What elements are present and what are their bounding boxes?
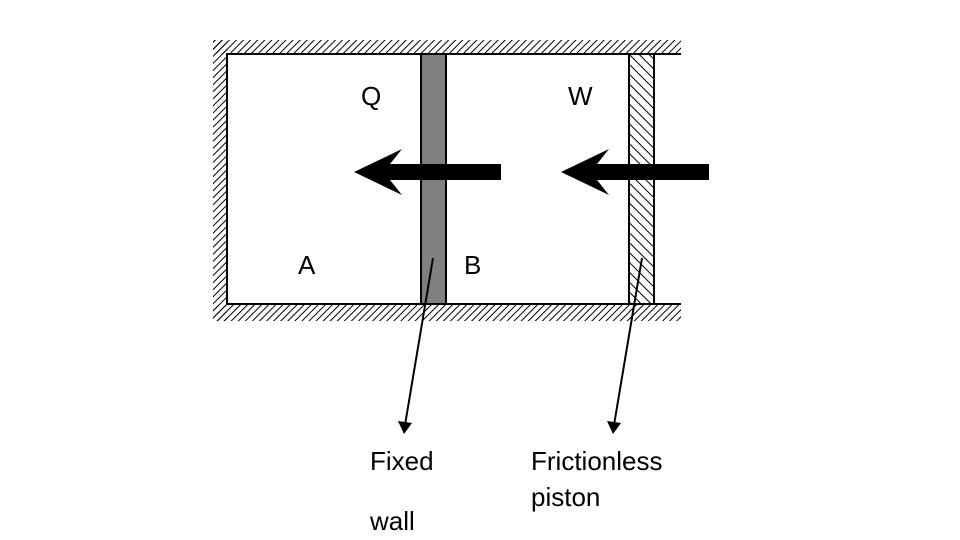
top-wall (213, 40, 681, 54)
piston-label-line1: Frictionless (531, 446, 663, 476)
left-wall (213, 40, 227, 321)
chamber-a-label: A (298, 250, 316, 280)
fixed-wall-leader-arrowhead (398, 421, 412, 434)
fixed-wall-label-line2: wall (370, 506, 415, 536)
piston-label-line2: piston (531, 482, 601, 512)
piston-leader-line (613, 257, 643, 426)
work-input-arrow (561, 149, 709, 195)
fixed-wall-label-line1: Fixed (370, 446, 434, 476)
heat-transfer-arrow (354, 149, 501, 195)
piston-leader-arrowhead (607, 421, 621, 434)
work-label: W (568, 81, 593, 111)
fixed-wall-leader-line (404, 257, 434, 426)
chamber-b-label: B (464, 250, 482, 280)
heat-label: Q (361, 81, 382, 111)
bottom-wall (213, 305, 681, 321)
